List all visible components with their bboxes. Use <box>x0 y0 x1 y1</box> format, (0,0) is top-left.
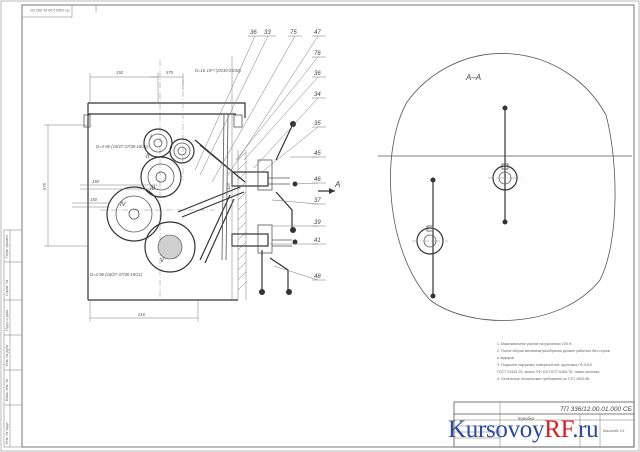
callout-37: 37 <box>314 198 321 204</box>
dim-row2: 150 <box>90 197 98 202</box>
gear-label-2: II <box>146 154 150 160</box>
note-1: 1. Максимальное усилие на рукоятках 150 … <box>497 342 573 346</box>
gear-label-3: III <box>150 186 155 192</box>
callout-34: 34 <box>314 92 321 98</box>
callout-47: 47 <box>314 30 321 36</box>
top-stamp-text: ТП 336/12.00.01.000 СБ <box>30 8 70 12</box>
note-3: и задиров. <box>497 356 515 360</box>
side-stamp-1: Перв. примен. <box>5 234 9 258</box>
title-designation: ТП 336/12.00.01.000 СБ <box>560 406 632 413</box>
note-2: 2. После сборки механизм разобрания долж… <box>497 349 610 353</box>
gear-label-4: IV <box>120 202 127 208</box>
top-stamp-box <box>21 4 73 18</box>
gear-label-5: V <box>160 258 165 264</box>
formula-top: D=16·10²⁰·(25/30·25/30) <box>195 68 241 73</box>
section-view: А–А <box>378 53 632 321</box>
callout-35: 35 <box>314 121 321 127</box>
side-stamp-3: Подп. и дата <box>5 310 9 331</box>
note-6: 4. Остальные технические требования по С… <box>497 377 590 381</box>
watermark-main: Kursovoy <box>448 416 545 443</box>
technical-notes: 1. Максимальное усилие на рукоятках 150 … <box>497 342 610 381</box>
section-title: А–А <box>465 73 481 82</box>
dim-bottom: 216 <box>137 312 146 317</box>
side-stamp-5: Взам. инв. № <box>5 379 9 401</box>
dim-top-left: 150 <box>116 70 124 75</box>
note-5: ГОСТ 23343-78, эмаль ПФ-115 ГОСТ 6465-76… <box>497 370 600 374</box>
callout-33: 33 <box>264 30 271 36</box>
callout-48: 48 <box>314 274 321 280</box>
gear-label-1: I <box>150 135 152 141</box>
callout-46: 46 <box>314 177 321 183</box>
title-name: Коробка <box>518 416 535 421</box>
watermark-accent: RF <box>544 416 573 443</box>
callout-76: 76 <box>314 51 321 57</box>
section-mark: А <box>334 180 340 189</box>
note-4: 3. Покрытие наружных поверхностей: грунт… <box>497 363 592 367</box>
kursovoyrf-watermark-logo: KursovoyRF.ru <box>448 414 634 446</box>
title-block: ТП 336/12.00.01.000 СБ Коробка Масштаб 1… <box>453 401 635 448</box>
main-view: 150 575 575 420 150 150 216 I II III IV … <box>42 30 340 322</box>
callout-45: 45 <box>314 151 321 157</box>
dim-row1: 150 <box>92 179 100 184</box>
title-scale: Масштаб 1:5 <box>603 429 624 433</box>
side-stamp-column: Перв. примен. Справ. № Подп. и дата Инв.… <box>3 229 23 448</box>
callout-75: 75 <box>290 30 297 36</box>
callout-36a: 36 <box>250 30 257 36</box>
side-stamp-6: Инв. № подл. <box>5 422 9 444</box>
formula-bottom: D=4·96·(18/27·37/38·18/21) <box>90 272 143 277</box>
dim-right-vertical: 420 <box>226 182 231 190</box>
callout-36b: 36 <box>314 71 321 77</box>
callout-39: 39 <box>314 220 321 226</box>
side-stamp-4: Инв. № дубл. <box>5 344 9 366</box>
watermark-suffix: .ru <box>572 416 599 443</box>
dim-left-vertical: 575 <box>42 182 47 190</box>
callout-41: 41 <box>314 238 321 244</box>
dim-top-mid: 575 <box>166 70 174 75</box>
drawing-frame <box>21 4 635 448</box>
formula-mid: D=4·96·(18/27·37/38·18/21) <box>96 144 149 149</box>
side-stamp-2: Справ. № <box>5 280 9 296</box>
